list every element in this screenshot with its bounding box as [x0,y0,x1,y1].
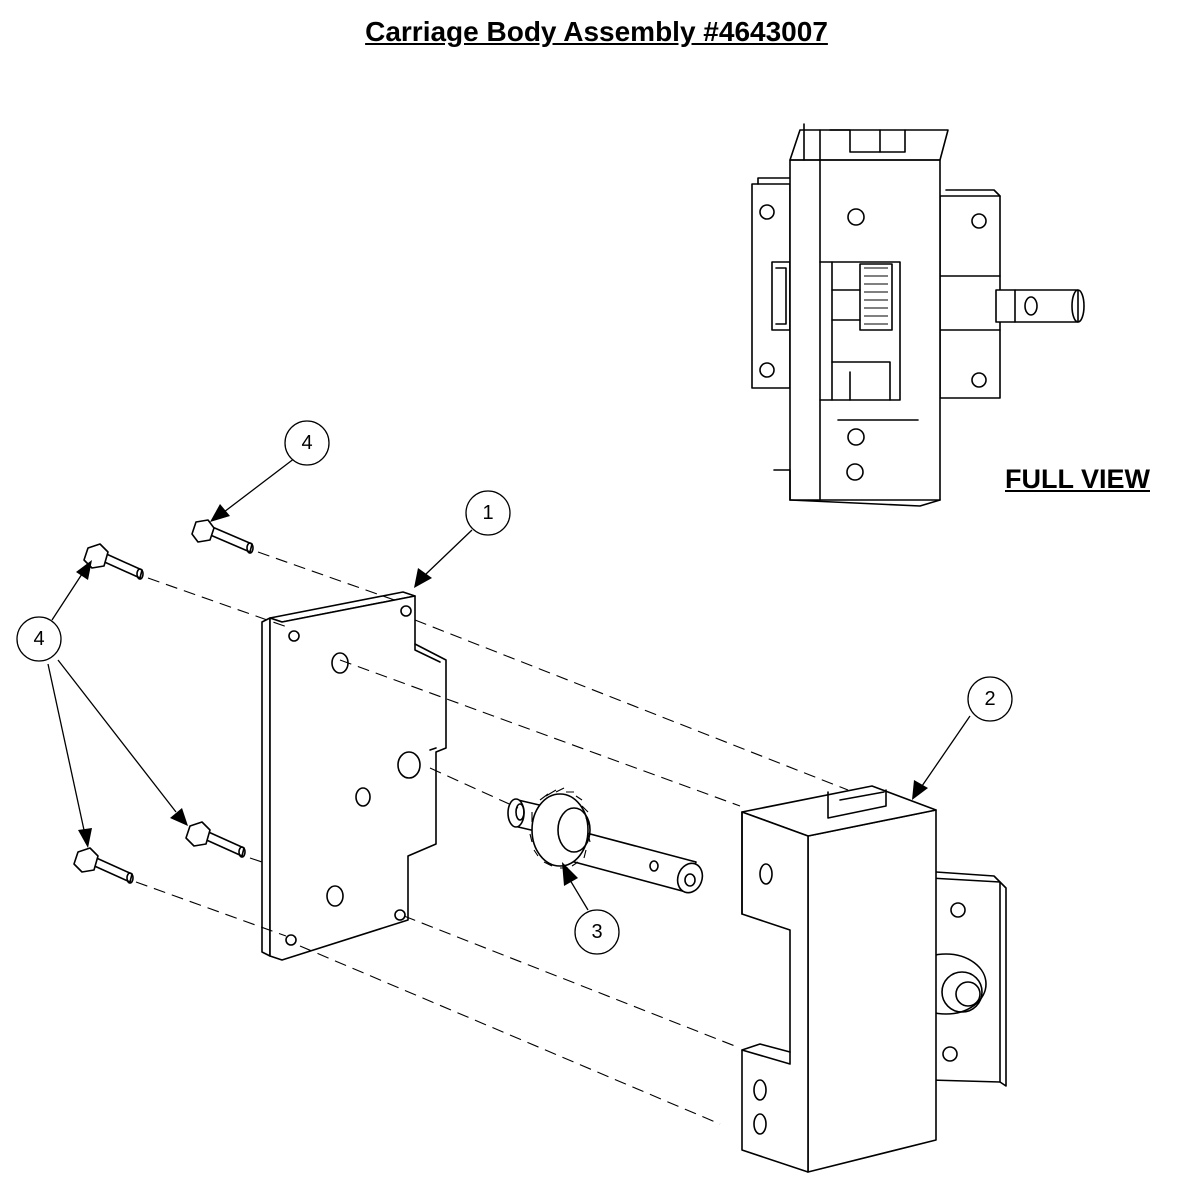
leader-lines [47,457,971,911]
part-4-screw-lower-left [73,847,134,884]
part-3-gear-shaft [507,787,704,894]
full-view-label: FULL VIEW [1005,464,1150,494]
balloon-3: 3 [574,909,620,955]
balloon-1-label: 1 [482,502,493,524]
balloon-2-label: 2 [984,688,995,710]
balloon-4-left: 4 [16,616,62,662]
balloon-4-top: 4 [284,420,330,466]
balloon-2: 2 [967,676,1013,722]
part-4-screw-upper-left [83,543,144,580]
balloon-3-label: 3 [591,921,602,943]
part-4-screw-top [191,519,254,554]
balloon-4-top-label: 4 [301,432,312,454]
balloon-4-left-label: 4 [33,628,44,650]
part-2-carriage-body [741,785,1007,1173]
full-view-assembly [751,123,1085,507]
page-title: Carriage Body Assembly #4643007 [365,16,828,47]
part-1-carriage-plate [261,591,447,961]
part-4-screw-middle [185,821,246,858]
balloon-1: 1 [465,490,511,536]
assembly-guide-lines [135,551,849,1125]
